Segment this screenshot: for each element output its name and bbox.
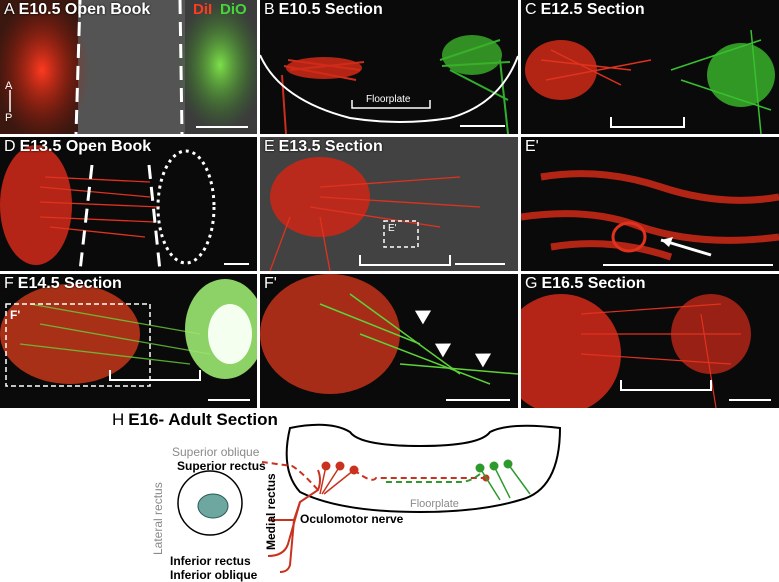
panel-b-image — [260, 35, 518, 134]
axis-a-label: A — [5, 80, 13, 92]
axis-p-label: P — [5, 112, 13, 124]
inset-f-label: F' — [10, 308, 21, 322]
floorplate-label-h: Floorplate — [410, 498, 459, 510]
medial-rectus-label: Medial rectus — [264, 473, 278, 550]
lateral-rectus-label: Lateral rectus — [151, 482, 165, 555]
panel-f-prime: F' — [260, 274, 518, 408]
superior-rectus-label: Superior rectus — [177, 459, 266, 473]
panel-f-image — [0, 279, 257, 401]
dii-label: DiI — [193, 1, 213, 18]
panel-e-prime-label: E' — [525, 138, 539, 155]
inset-e-label: E' — [388, 223, 397, 234]
panel-f-prime-label: F' — [264, 275, 277, 292]
panel-e-image — [260, 137, 518, 271]
panel-g-image — [521, 294, 771, 408]
panel-e-prime: E' — [521, 137, 779, 271]
panel-c-image — [525, 29, 775, 134]
floorplate-label-b: Floorplate — [366, 94, 411, 105]
inferior-oblique-label: Inferior oblique — [170, 568, 258, 582]
inferior-rectus-label: Inferior rectus — [170, 554, 251, 568]
panel-f-prime-image — [260, 274, 518, 401]
dio-label: DiO — [220, 1, 247, 18]
panel-a-image — [0, 0, 257, 134]
panel-d-image — [0, 145, 249, 271]
superior-oblique-label: Superior oblique — [172, 445, 260, 459]
oculomotor-nerve-label: Oculomotor nerve — [300, 512, 404, 526]
panel-e-prime-image — [521, 170, 779, 266]
